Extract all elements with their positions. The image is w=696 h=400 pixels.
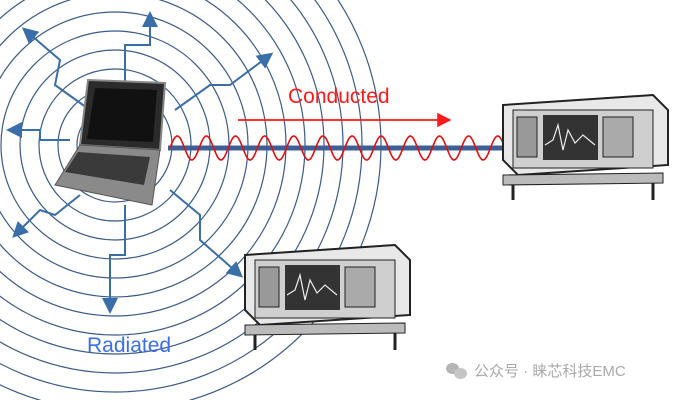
radiation-ring (19, 49, 211, 241)
radiation-ring (0, 0, 382, 400)
receiver-instrument-bottom (244, 243, 411, 350)
radiated-arrows (6, 11, 274, 314)
radiation-ring (0, 0, 287, 317)
cable (168, 135, 510, 161)
radiation-ring (0, 0, 306, 336)
radiation-ring (0, 0, 325, 355)
radiation-rings (0, 0, 382, 400)
watermark-text: 公众号 · 睐芯科技EMC (474, 363, 626, 380)
radiation-ring (0, 11, 249, 279)
radiated-label: Radiated (87, 334, 172, 357)
watermark: 公众号 · 睐芯科技EMC (446, 360, 626, 381)
laptop (54, 78, 167, 206)
receiver-instrument-top (502, 93, 669, 200)
radiation-ring (0, 0, 268, 298)
conducted-label: Conducted (288, 85, 390, 108)
radiation-ring (0, 0, 344, 374)
radiation-ring (38, 68, 192, 222)
conducted-wave (169, 135, 506, 161)
radiation-ring (0, 0, 363, 393)
wechat-icon (446, 362, 468, 380)
